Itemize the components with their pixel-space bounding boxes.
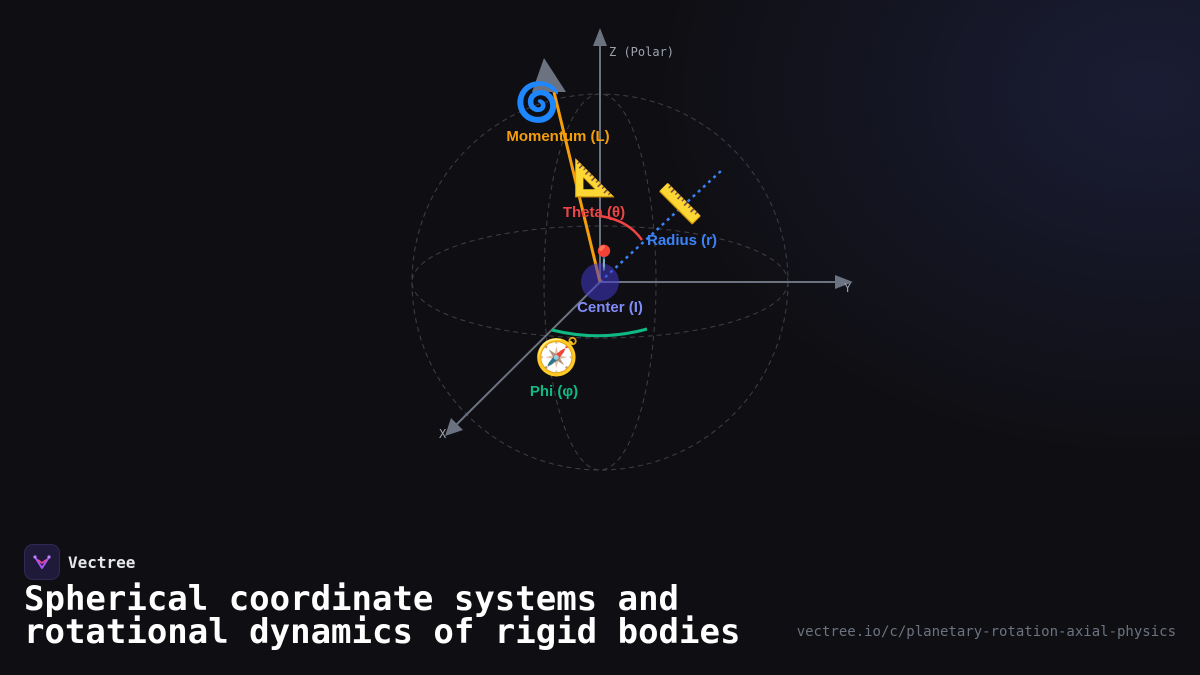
- x-axis-arrowhead: [445, 418, 463, 436]
- center-disc: [581, 263, 619, 301]
- round-pushpin-icon: 📍: [589, 244, 619, 272]
- compass-icon: 🧭: [535, 336, 580, 378]
- triangular-ruler-icon: 📐: [573, 157, 618, 199]
- center-label: Center (I): [577, 299, 643, 316]
- momentum-label: Momentum (L): [506, 128, 609, 145]
- page-url[interactable]: vectree.io/c/planetary-rotation-axial-ph…: [796, 624, 1176, 640]
- radius-label: Radius (r): [647, 232, 717, 249]
- theta-arc: [599, 214, 644, 241]
- momentum-vector: [552, 91, 602, 283]
- y-axis-arrowhead: [835, 275, 853, 289]
- theta-label: Theta (θ): [563, 204, 625, 221]
- brand-name: Vectree: [68, 552, 136, 572]
- phi-arc: [551, 327, 648, 338]
- x-axis-label: X: [439, 427, 447, 441]
- y-axis-label: Y: [844, 281, 852, 295]
- momentum-arrowhead: [532, 58, 566, 92]
- vectree-logo-icon: [24, 544, 60, 580]
- brand: Vectree: [24, 544, 135, 580]
- straight-ruler-icon: 📏: [656, 182, 703, 226]
- z-axis-arrowhead: [593, 28, 607, 46]
- page-title: Spherical coordinate systems and rotatio…: [24, 579, 741, 652]
- phi-label: Phi (φ): [530, 383, 578, 400]
- x-axis: [455, 281, 601, 426]
- z-axis-label: Z (Polar): [609, 45, 674, 59]
- cyclone-icon: 🌀: [514, 79, 561, 124]
